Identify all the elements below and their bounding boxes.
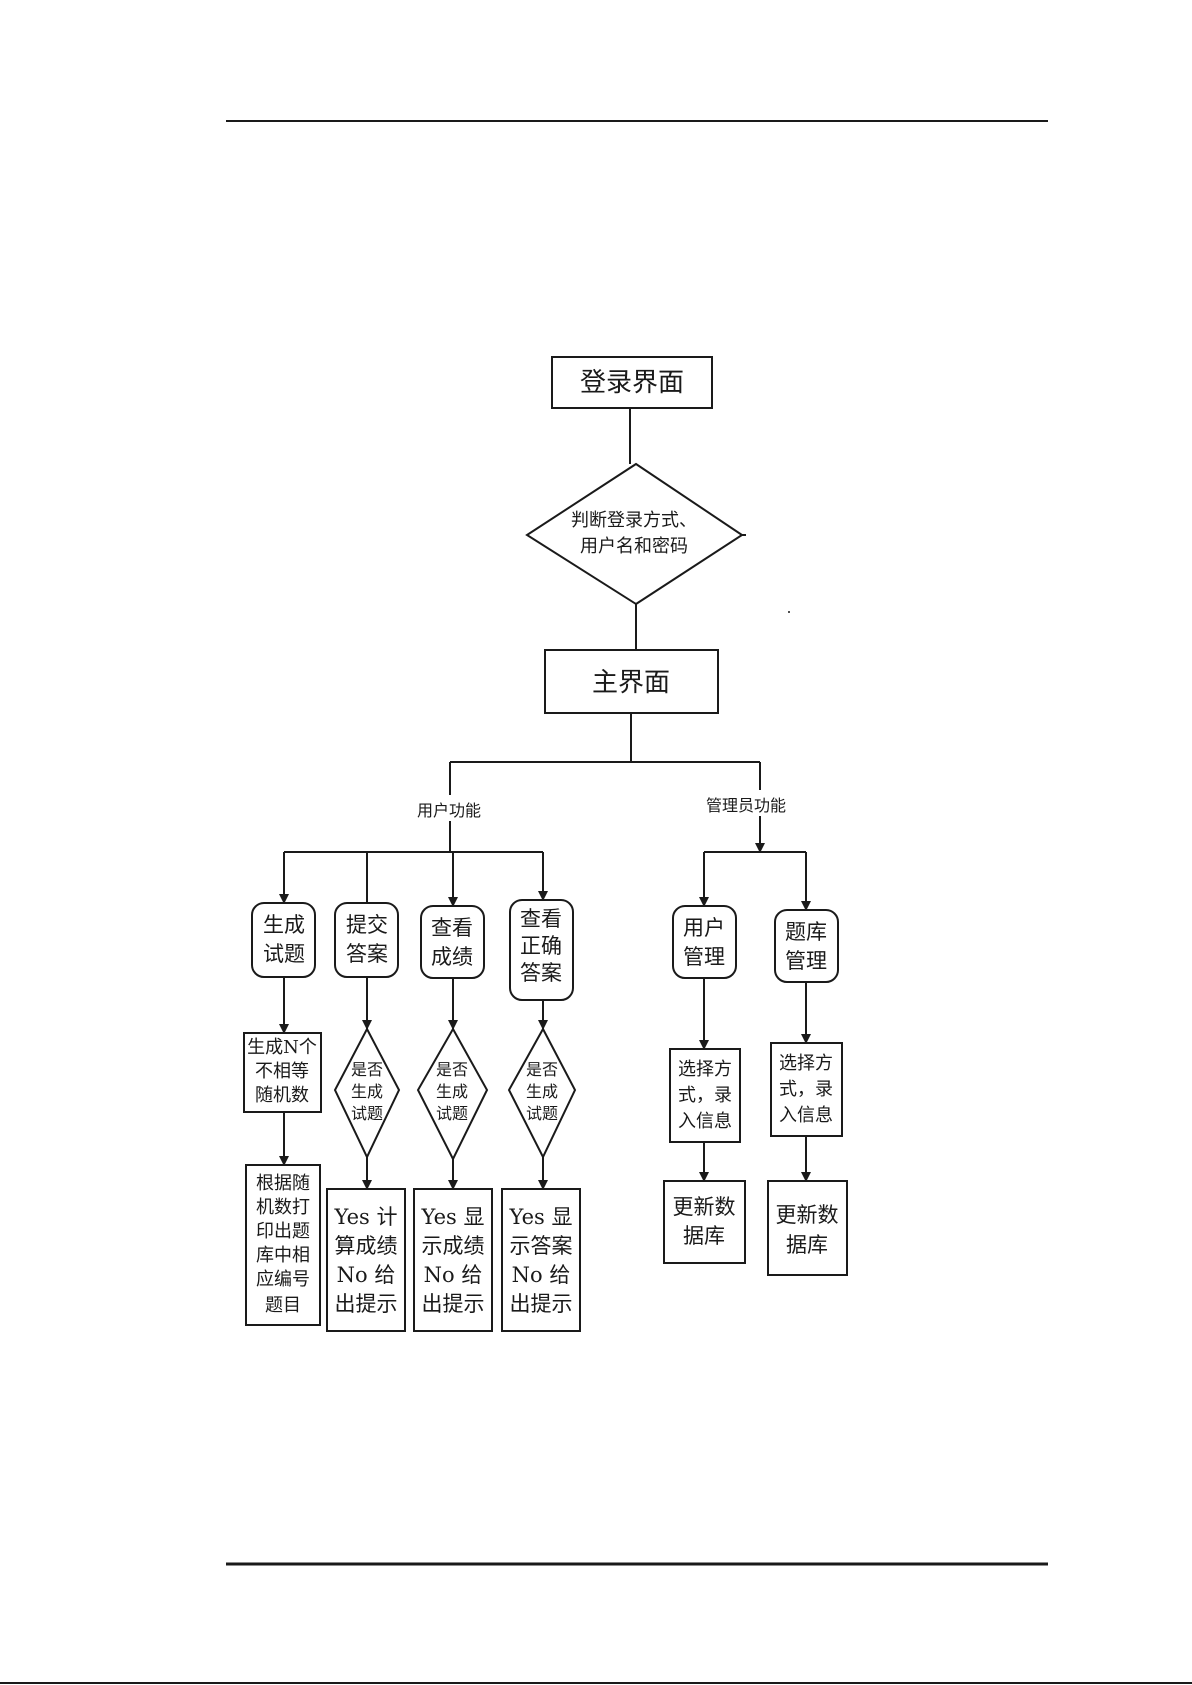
submit-label-1: 提交 xyxy=(346,913,388,937)
submit-label-2: 答案 xyxy=(346,942,388,966)
answer-result-label-2: 示答案 xyxy=(510,1234,573,1258)
answer-result-label-1: Yes 显 xyxy=(509,1205,573,1229)
user-mgmt-label-2: 管理 xyxy=(683,945,725,969)
score-result-label-2: 示成绩 xyxy=(422,1234,485,1258)
submit-decision-label-2: 生成 xyxy=(351,1082,383,1101)
random-n-label-2: 不相等 xyxy=(255,1061,309,1082)
score-decision-label-1: 是否 xyxy=(436,1060,468,1079)
print-question-label-3: 印出题 xyxy=(256,1221,310,1242)
answer-decision-label-3: 试题 xyxy=(526,1104,558,1123)
view-score-label-2: 成绩 xyxy=(431,945,473,969)
view-answer-label-2: 正确 xyxy=(520,934,562,958)
answer-result-label-3: No 给 xyxy=(512,1263,571,1287)
bank-mgmt-label-1: 题库 xyxy=(785,920,827,944)
user-select-label-2: 式，录 xyxy=(678,1085,732,1106)
view-score-label-1: 查看 xyxy=(431,916,473,940)
submit-decision-label-3: 试题 xyxy=(351,1104,383,1123)
generate-label-1: 生成 xyxy=(263,913,305,937)
user-select-label-1: 选择方 xyxy=(678,1059,732,1080)
bank-select-label-2: 式，录 xyxy=(779,1079,833,1100)
login-check-label-1: 判断登录方式、 xyxy=(571,510,697,531)
user-mgmt-label-1: 用户 xyxy=(683,916,725,940)
answer-decision-label-2: 生成 xyxy=(526,1082,558,1101)
view-answer-label-1: 查看 xyxy=(520,907,562,931)
submit-result-label-2: 算成绩 xyxy=(335,1234,398,1258)
bank-update-label-1: 更新数 xyxy=(776,1203,839,1227)
print-question-label-1: 根据随 xyxy=(256,1173,310,1194)
submit-decision-label-1: 是否 xyxy=(351,1060,383,1079)
random-n-label-3: 随机数 xyxy=(255,1085,309,1106)
main-label: 主界面 xyxy=(592,668,670,698)
bank-update-label-2: 据库 xyxy=(786,1233,828,1257)
submit-result-label-1: Yes 计 xyxy=(334,1205,398,1229)
user-update-box xyxy=(664,1181,745,1263)
submit-result-label-4: 出提示 xyxy=(335,1292,398,1316)
score-result-label-1: Yes 显 xyxy=(421,1205,485,1229)
user-select-label-3: 入信息 xyxy=(678,1111,732,1132)
user-functions-label: 用户功能 xyxy=(417,801,481,820)
score-decision-label-3: 试题 xyxy=(436,1104,468,1123)
bank-mgmt-label-2: 管理 xyxy=(785,949,827,973)
stray-dot xyxy=(788,611,790,613)
score-decision-label-2: 生成 xyxy=(436,1082,468,1101)
bank-update-box xyxy=(768,1181,847,1275)
print-question-label-4: 库中相 xyxy=(256,1245,310,1266)
admin-functions-label: 管理员功能 xyxy=(706,796,786,815)
random-n-label-1: 生成N个 xyxy=(247,1037,317,1058)
view-answer-label-3: 答案 xyxy=(520,961,562,985)
answer-result-label-4: 出提示 xyxy=(510,1292,573,1316)
submit-result-label-3: No 给 xyxy=(337,1263,396,1287)
login-check-diamond xyxy=(527,464,742,604)
score-result-label-3: No 给 xyxy=(424,1263,483,1287)
answer-decision-label-1: 是否 xyxy=(526,1060,558,1079)
score-result-label-4: 出提示 xyxy=(422,1292,485,1316)
print-question-label-2: 机数打 xyxy=(256,1197,310,1218)
print-question-label-5: 应编号 xyxy=(256,1269,310,1290)
bank-select-label-1: 选择方 xyxy=(779,1053,833,1074)
login-label: 登录界面 xyxy=(580,368,684,398)
user-update-label-2: 据库 xyxy=(683,1224,725,1248)
login-check-label-2: 用户名和密码 xyxy=(580,536,688,557)
print-question-label-6: 题目 xyxy=(265,1295,301,1316)
user-update-label-1: 更新数 xyxy=(673,1195,736,1219)
generate-label-2: 试题 xyxy=(263,942,305,966)
bank-select-label-3: 入信息 xyxy=(779,1105,833,1126)
